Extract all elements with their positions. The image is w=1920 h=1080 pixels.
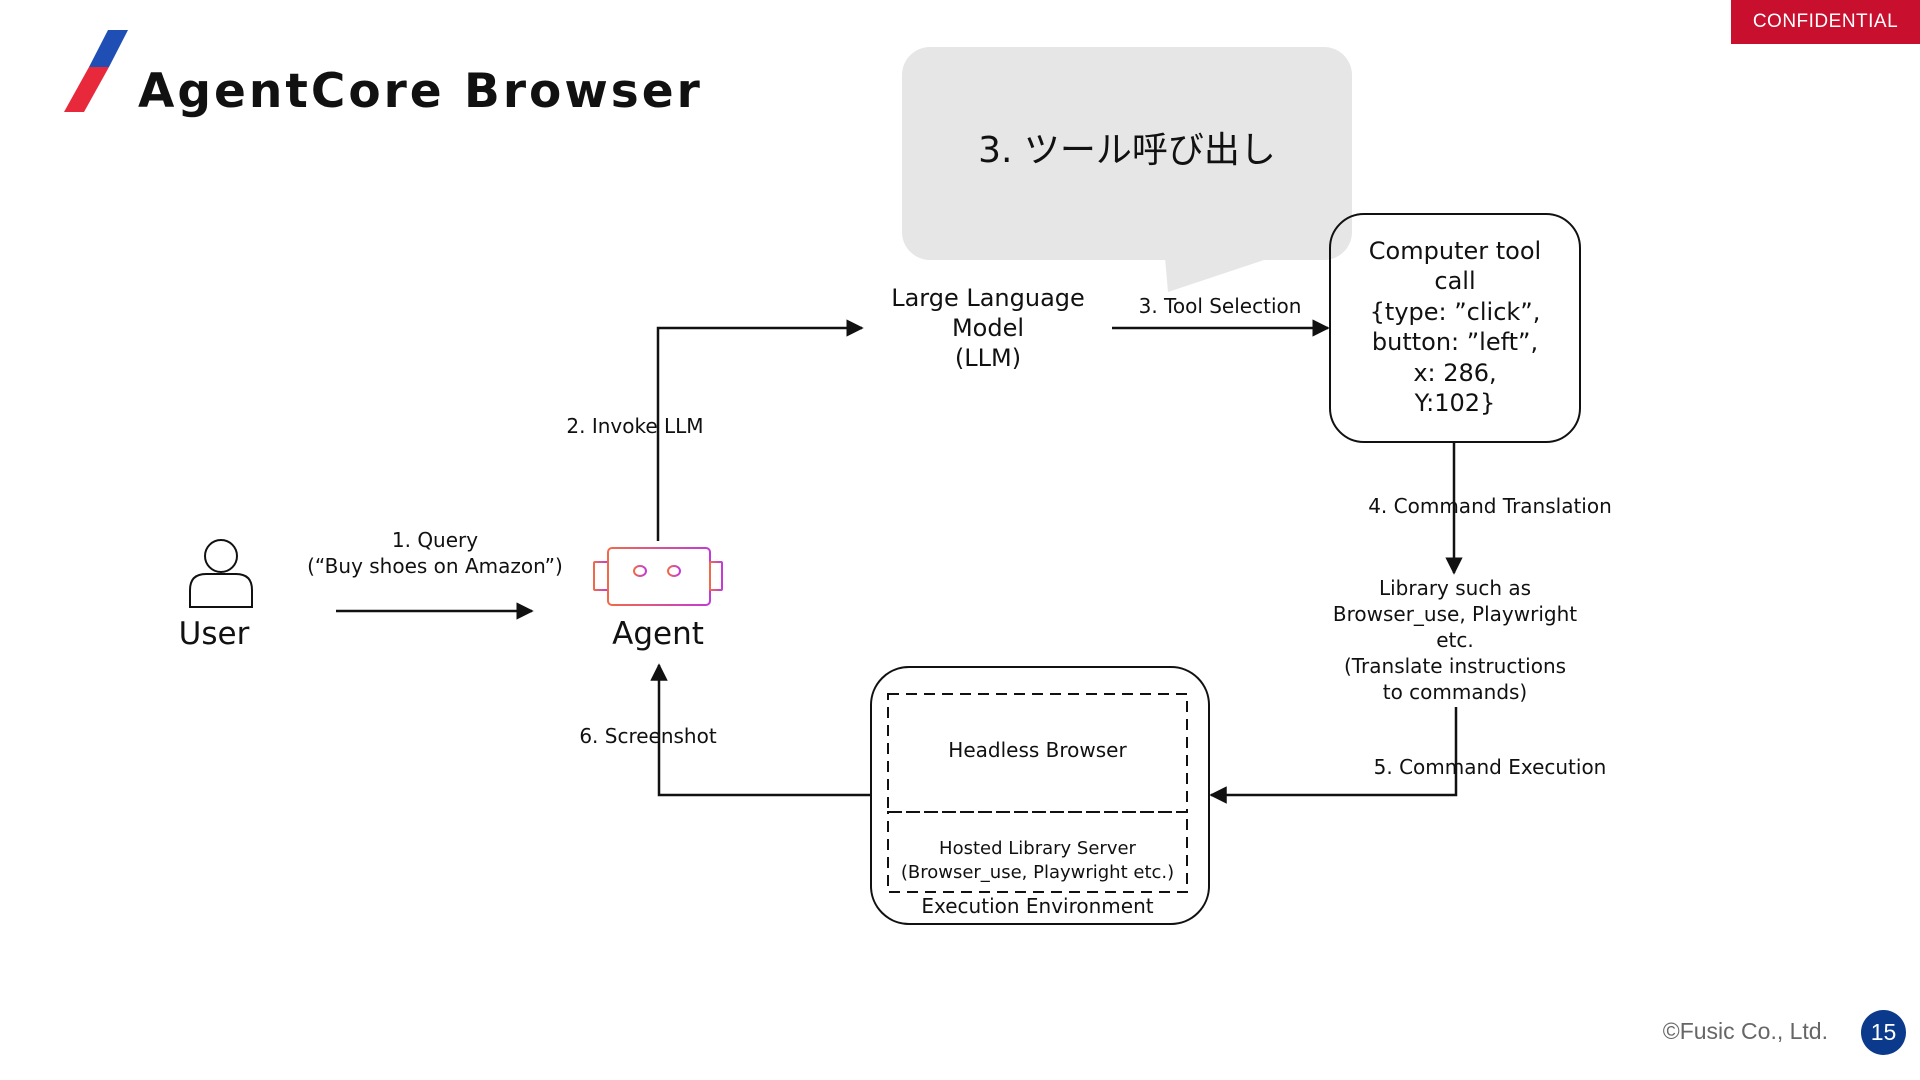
user-icon [189,539,253,608]
tool-call-label: Computer tool call {type: ”click”, butto… [1368,237,1542,418]
agent-label: Agent [612,616,704,652]
agent-robot-icon [593,547,723,606]
edge-label-query: 1. Query (“Buy shoes on Amazon”) [307,528,563,578]
hosted-library-label: Hosted Library Server (Browser_use, Play… [900,838,1175,884]
page-number-badge: 15 [1861,1010,1906,1055]
page-title: AgentCore Browser [138,64,703,119]
callout-bubble [902,47,1352,292]
callout-text: 3. ツール呼び出し [978,130,1276,171]
headless-browser-label: Headless Browser [948,738,1127,762]
edge-command-execution [1209,707,1458,804]
copyright-text: ©Fusic Co., Ltd. [1662,1018,1828,1044]
llm-label: Large Language Model (LLM) [891,284,1085,372]
user-label: User [178,616,250,652]
tool-call-box [1329,213,1581,443]
edge-label-screenshot: 6. Screenshot [579,724,717,748]
edge-label-command-translation: 4. Command Translation [1368,494,1612,518]
edge-screenshot [650,663,871,797]
edge-label-tool-selection: 3. Tool Selection [1138,294,1302,318]
library-label: Library such as Browser_use, Playwright … [1332,576,1578,704]
confidential-badge: CONFIDENTIAL [1731,0,1920,44]
edge-label-invoke-llm: 2. Invoke LLM [566,414,704,438]
edge-invoke-llm [656,319,864,541]
edge-label-command-execution: 5. Command Execution [1373,755,1607,779]
hosted-library-box [887,811,1188,893]
brand-slash-logo [64,30,128,112]
execution-environment-label: Execution Environment [921,894,1154,918]
